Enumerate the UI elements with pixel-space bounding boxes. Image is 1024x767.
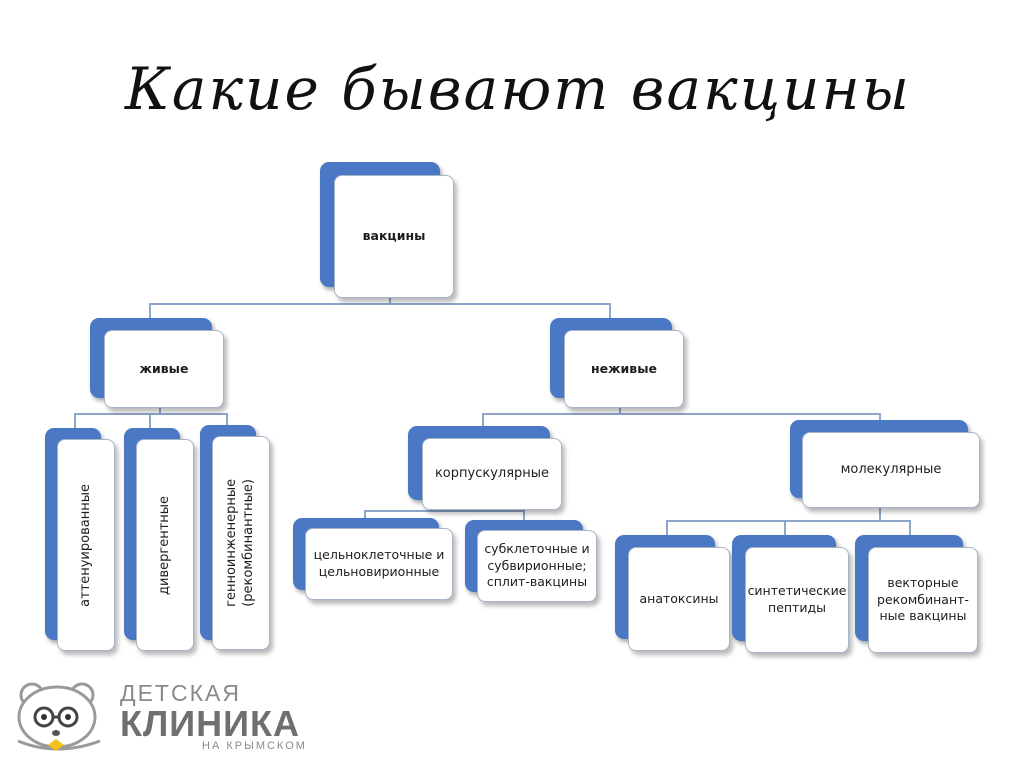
node-synthetic: синтетические пептиды xyxy=(732,535,850,655)
connector-root xyxy=(149,298,611,318)
node-synthetic-line1: синтетические xyxy=(747,583,847,599)
node-vector-line1: векторные xyxy=(887,574,959,590)
node-vector-line2: рекомбинант- xyxy=(877,591,969,607)
node-whole-cell: цельноклеточные и цельновирионные xyxy=(293,518,455,602)
node-vector: векторные рекомбинант- ные вакцины xyxy=(855,535,979,655)
node-corpuscular-label: корпускулярные xyxy=(422,438,562,510)
node-synthetic-line2: пептиды xyxy=(768,600,826,615)
slide-title: Какие бывают вакцины xyxy=(125,55,911,123)
node-whole-cell-line1: цельноклеточные и xyxy=(313,547,445,563)
node-toxoids: анатоксины xyxy=(615,535,730,653)
node-genetic: генноинженерные (рекомбинантные) xyxy=(200,425,272,654)
connector-molecular xyxy=(666,507,911,538)
node-divergent: дивергентные xyxy=(124,428,196,654)
node-nonlive-label: неживые xyxy=(564,330,684,408)
node-subcell: субклеточные и субвирионные; сплит-вакци… xyxy=(465,520,599,604)
node-vaccines: вакцины xyxy=(320,162,455,300)
clinic-logo-text: ДЕТСКАЯ КЛИНИКА НА КРЫМСКОМ xyxy=(120,680,307,752)
node-live: живые xyxy=(90,318,225,410)
node-whole-cell-line2: цельновирионные xyxy=(318,564,440,579)
node-nonlive: неживые xyxy=(550,318,685,410)
node-corpuscular: корпускулярные xyxy=(408,426,563,512)
node-divergent-label: дивергентные xyxy=(156,495,172,595)
node-vaccines-label: вакцины xyxy=(334,175,454,298)
connector-live xyxy=(74,407,228,430)
node-genetic-label-line2: (рекомбинантные) xyxy=(241,479,257,607)
node-vector-line3: ные вакцины xyxy=(879,608,967,624)
node-live-label: живые xyxy=(104,330,224,408)
node-molecular: молекулярные xyxy=(790,420,982,510)
node-subcell-line3: сплит-вакцины xyxy=(486,574,588,590)
node-genetic-label-line1: генноинженерные xyxy=(224,479,240,607)
logo-line3: НА КРЫМСКОМ xyxy=(202,740,307,752)
node-attenuated-label: аттенуированные xyxy=(77,483,93,607)
node-toxoids-label: анатоксины xyxy=(628,547,730,651)
node-molecular-label: молекулярные xyxy=(802,432,980,508)
node-subcell-line1: субклеточные и xyxy=(484,540,590,556)
bear-logo-icon xyxy=(17,682,101,751)
node-attenuated: аттенуированные xyxy=(45,428,117,654)
logo-line2: КЛИНИКА xyxy=(120,703,300,744)
node-subcell-line2: субвирионные; xyxy=(487,557,587,573)
logo-line1: ДЕТСКАЯ xyxy=(120,680,241,706)
